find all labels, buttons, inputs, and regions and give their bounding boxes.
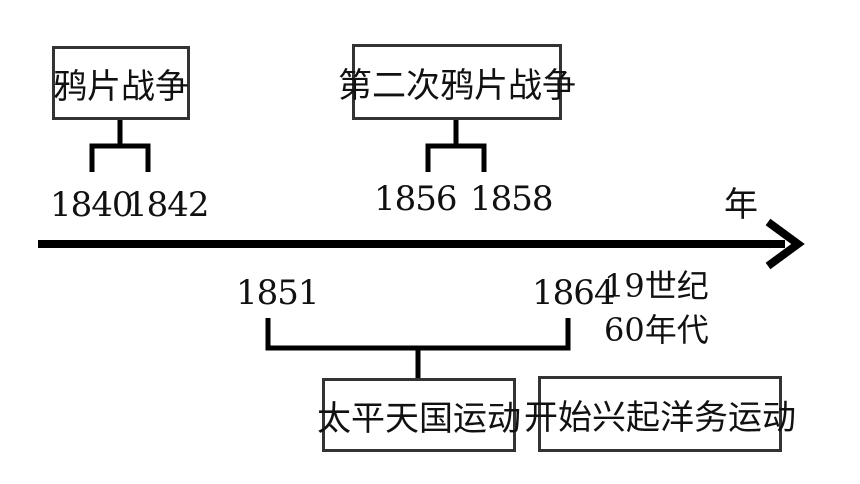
bracket-second-opium-war [425, 143, 487, 172]
period-note-line2: 60年代 [604, 311, 709, 349]
year-label-1858: 1858 [470, 179, 554, 219]
axis-arrowhead [765, 218, 805, 270]
period-note-line1: 19世纪 [604, 267, 709, 305]
year-label-1840: 1840 [50, 185, 134, 225]
year-label-1856: 1856 [374, 179, 458, 219]
event-box-second-opium-war: 第二次鸦片战争 [338, 44, 576, 120]
event-box-opium-war: 鸦片战争 [52, 46, 190, 120]
bracket-taiping [265, 318, 571, 351]
year-label-1842: 1842 [126, 185, 210, 225]
year-label-1864: 1864 [532, 273, 616, 313]
period-note: 19世纪 60年代 [604, 264, 709, 352]
axis-unit-label: 年 [724, 185, 758, 225]
event-box-taiping: 太平天国运动 [317, 378, 521, 452]
event-box-self-strengthening: 开始兴起洋务运动 [524, 376, 796, 452]
year-label-1851: 1851 [236, 273, 320, 313]
bracket-opium-war [89, 143, 151, 172]
